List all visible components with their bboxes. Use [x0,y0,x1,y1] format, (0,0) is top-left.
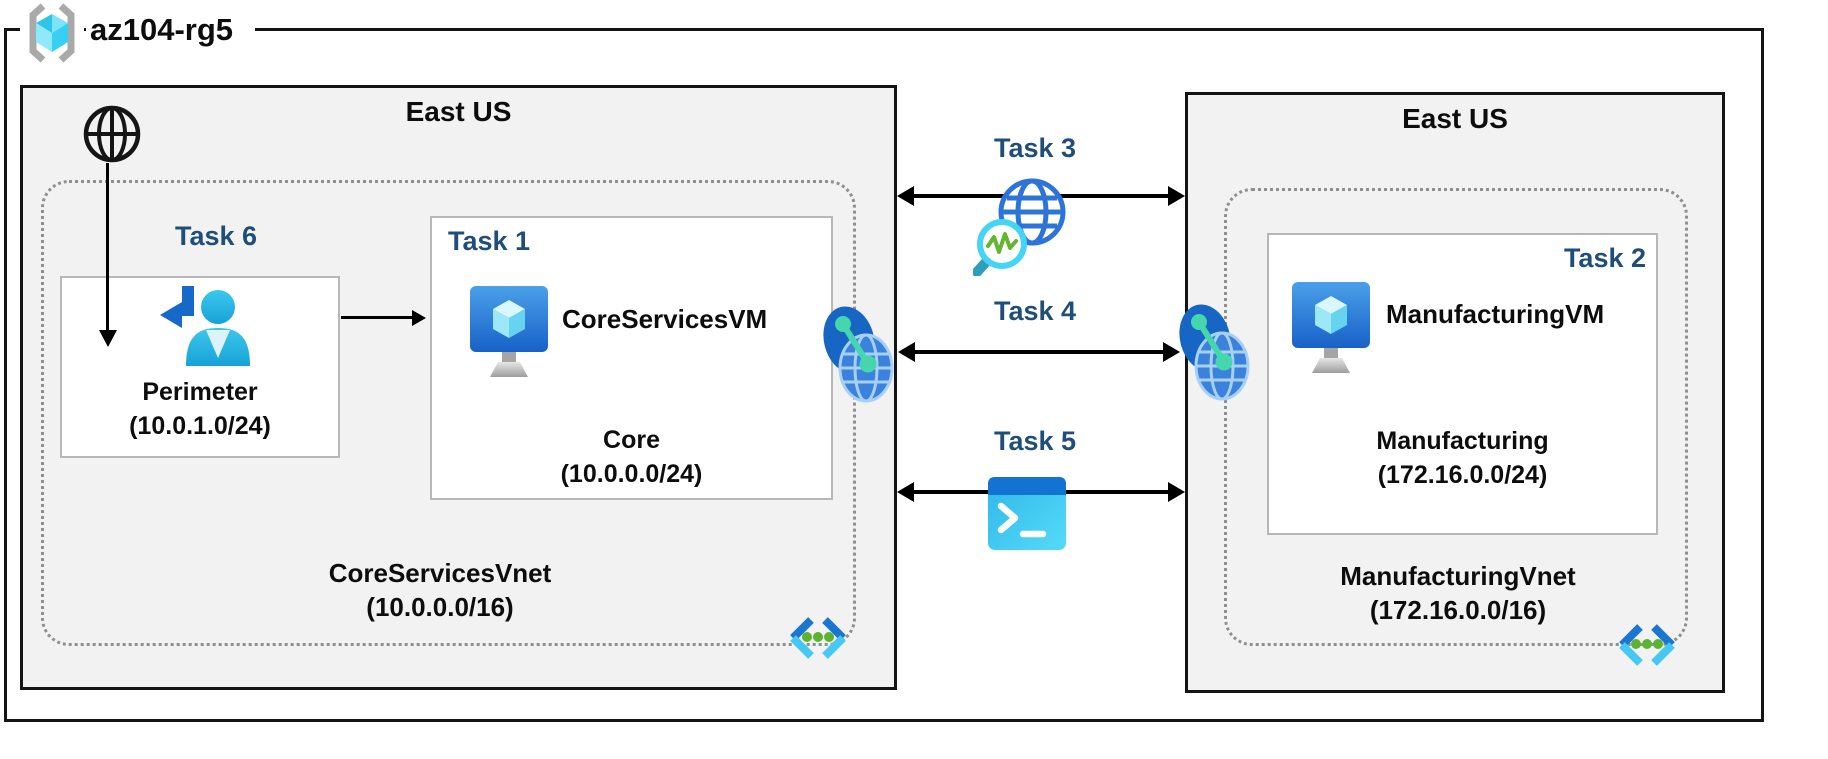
internet-globe-icon [83,105,141,163]
arrowhead [897,482,914,502]
resource-group-iconwrap [20,0,84,66]
manufacturing-vnet-name: ManufacturingVnet [1340,561,1576,591]
core-subnet-name: Core [603,426,660,454]
resource-group-name: az104-rg5 [86,10,256,54]
coreservices-vnet-name: CoreServicesVnet [328,558,552,588]
task5-label: Task 5 [993,426,1077,456]
arrowhead [1168,482,1185,502]
perimeter-to-task1-arrow [341,309,426,326]
perimeter-subnet-cidr: (10.0.1.0/24) [129,412,271,440]
core-subnet-cidr: (10.0.0.0/24) [560,460,703,488]
manufacturing-vnet-boundary [1224,188,1688,646]
vnet-peering-icon [1179,304,1250,401]
arrowhead [1163,342,1180,362]
arrowhead [412,309,426,326]
task6-label: Task 6 [174,221,258,251]
internet-to-perimeter-arrow [98,163,117,347]
arrowhead [897,186,914,206]
azure-vnet-icon [790,617,846,659]
task4-label: Task 4 [993,296,1077,326]
arrowhead [98,330,117,347]
arrowhead [1168,186,1185,206]
region-title-right: East US [1402,103,1508,134]
manufacturing-subnet-name: Manufacturing [1376,427,1549,455]
task4-arrow [898,342,1180,362]
task2-vm-name: ManufacturingVM [1386,299,1605,329]
task3-label: Task 3 [993,133,1077,163]
azure-vm-icon [470,286,548,377]
azure-vnet-icon [1619,624,1675,666]
task2-vm-box: Task 2 ManufacturingVM Manufactu [1267,233,1658,535]
manufacturing-subnet-cidr: (172.16.0.0/24) [1377,461,1548,489]
region-box-right: East US Task 2 [1185,92,1725,693]
resource-group-frame [4,28,1764,722]
perimeter-subnet-box: Perimeter (10.0.1.0/24) [60,276,340,458]
coreservices-vnet-boundary [41,180,856,646]
coreservices-vnet-cidr: (10.0.0.0/16) [366,592,514,622]
arrowhead [898,342,915,362]
task1-vm-name: CoreServicesVM [562,304,768,334]
cloud-shell-icon [988,477,1066,550]
network-watcher-icon [973,178,1066,276]
user-signin-icon [160,286,250,366]
task2-label: Task 2 [1563,243,1646,273]
vnet-peering-icon [823,306,894,403]
region-box-left: East US Task 6 P [20,85,897,690]
task1-vm-box: Task 1 CoreServicesVM Core [430,216,833,500]
task1-label: Task 1 [448,226,531,256]
region-title-left: East US [405,96,512,127]
manufacturing-vnet-cidr: (172.16.0.0/16) [1369,595,1547,625]
azure-vm-icon [1292,282,1370,373]
azure-resource-group-icon [29,3,75,63]
perimeter-subnet-name: Perimeter [142,378,258,406]
